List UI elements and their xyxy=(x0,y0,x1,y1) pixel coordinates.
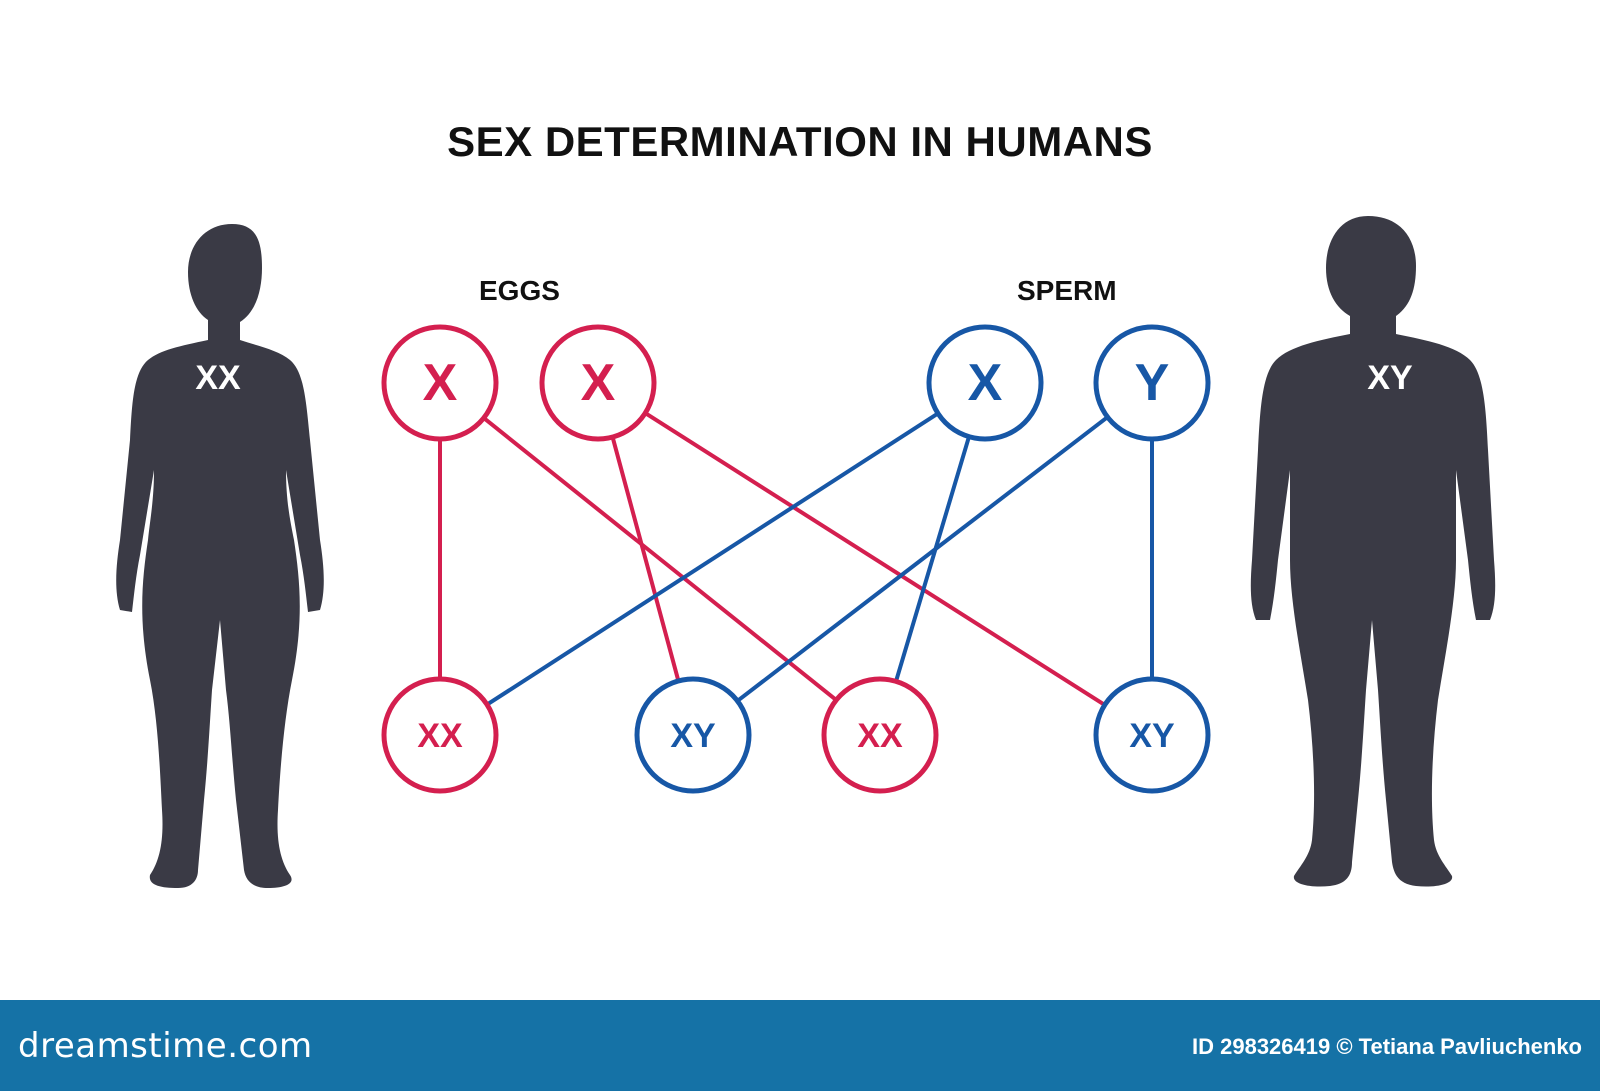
gamete-label: X xyxy=(581,354,616,412)
offspring-1: XX xyxy=(381,676,499,794)
connection-line-egg2-off4 xyxy=(644,411,1106,707)
offspring-label: XX xyxy=(417,717,463,755)
page-title: SEX DETERMINATION IN HUMANS xyxy=(447,118,1153,165)
connection-line-egg2-off2 xyxy=(610,436,681,682)
sperm-label: SPERM xyxy=(1017,275,1117,306)
gamete-sperm-2: Y xyxy=(1093,324,1211,442)
connection-line-sperm2-off2 xyxy=(736,415,1109,703)
gamete-egg-1: X xyxy=(381,324,499,442)
connection-line-sperm1-off3 xyxy=(894,436,971,682)
offspring-2: XY xyxy=(634,676,752,794)
offspring-label: XY xyxy=(670,717,716,755)
connection-line-sperm1-off1 xyxy=(485,411,940,707)
male-silhouette-icon: XY xyxy=(1250,216,1496,887)
image-credit: ID 298326419 © Tetiana Pavliuchenko xyxy=(1192,1034,1582,1059)
gamete-sperm-1: X xyxy=(926,324,1044,442)
site-watermark: dreamstime.com xyxy=(18,1026,313,1066)
footer-bar: dreamstime.com ID 298326419 © Tetiana Pa… xyxy=(0,1000,1600,1091)
offspring-label: XY xyxy=(1129,717,1175,755)
connection-lines xyxy=(438,411,1154,707)
gamete-label: X xyxy=(423,354,458,412)
offspring-label: XX xyxy=(857,717,903,755)
connection-line-egg1-off3 xyxy=(482,416,838,702)
gamete-label: X xyxy=(968,354,1003,412)
male-chromosome-label: XY xyxy=(1367,359,1413,397)
eggs-label: EGGS xyxy=(479,275,560,306)
gamete-label: Y xyxy=(1135,354,1170,412)
gamete-egg-2: X xyxy=(539,324,657,442)
female-chromosome-label: XX xyxy=(195,359,241,397)
offspring-4: XY xyxy=(1093,676,1211,794)
offspring-3: XX xyxy=(821,676,939,794)
diagram-canvas: XX XY X X X Y XX XY xyxy=(116,216,1496,888)
female-silhouette-icon: XX xyxy=(116,224,324,888)
diagram-stage: SEX DETERMINATION IN HUMANS EGGS SPERM X… xyxy=(116,118,1496,888)
